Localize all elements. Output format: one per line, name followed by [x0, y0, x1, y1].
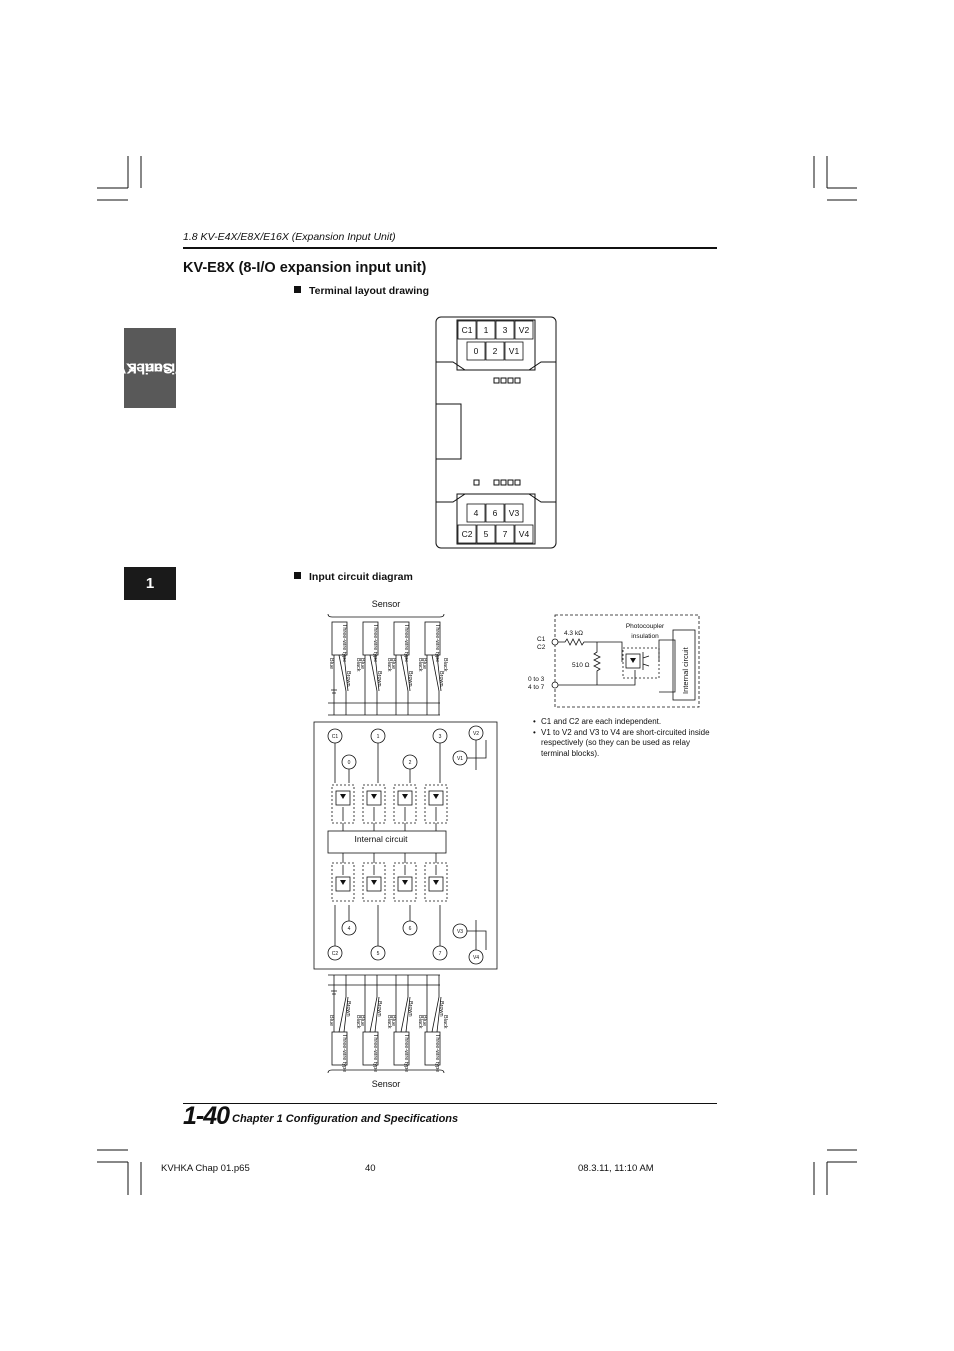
wire-blue-3: Blue — [390, 658, 396, 669]
sensor-label-bottom: Sensor — [372, 1079, 401, 1089]
terminal-cells — [457, 320, 534, 544]
circuit-terminal-v3: V3 — [457, 929, 463, 935]
circuit-terminal-1: 1 — [377, 734, 380, 740]
circuit-terminal-0: 0 — [348, 760, 351, 766]
eq-insulation: insulation — [631, 633, 659, 640]
circuit-terminal-7: 7 — [439, 951, 442, 957]
terminal-c2: C2 — [462, 529, 473, 539]
eq-internal: Internal circuit — [681, 646, 690, 694]
section-path: 1.8 KV-E4X/E8X/E16X (Expansion Input Uni… — [183, 231, 396, 243]
footer-chapter: Chapter 1 Configuration and Specificatio… — [232, 1113, 459, 1125]
wire-black-3: Black — [417, 658, 423, 672]
wire-brown-8: Brown — [438, 1001, 444, 1017]
wire-brown-5: Brown — [345, 1001, 351, 1017]
eq-resistor2: 510 Ω — [572, 662, 590, 669]
side-tab-line2: Series — [127, 359, 173, 377]
footer-rule — [183, 1103, 717, 1104]
terminal-v3: V3 — [509, 508, 520, 518]
eq-input-a: 0 to 3 — [528, 676, 545, 683]
circuit-terminal-4: 4 — [348, 926, 351, 932]
terminal-c1: C1 — [462, 325, 473, 335]
sensor-type-1: Three-wire type — [341, 624, 347, 662]
terminal-v4: V4 — [519, 529, 530, 539]
wire-blue-2: Blue — [359, 658, 365, 669]
input-circuit-heading: Input circuit diagram — [294, 571, 413, 583]
slug-page: 40 — [365, 1163, 376, 1174]
terminal-4: 4 — [474, 508, 479, 518]
terminal-0: 0 — [474, 346, 479, 356]
notes-list: C1 and C2 are each independent. V1 to V2… — [533, 717, 719, 759]
wire-blue-6: Blue — [359, 1015, 365, 1026]
terminal-v1: V1 — [509, 346, 520, 356]
sensor-type-8: Three-wire type — [434, 1034, 440, 1072]
sensor-type-5: Three-wire type — [341, 1034, 347, 1072]
terminal-2: 2 — [493, 346, 498, 356]
terminal-1: 1 — [484, 325, 489, 335]
wire-brown-4: Brown — [438, 671, 444, 687]
eq-photocoupler: Photocoupler — [626, 623, 665, 630]
wire-brown-1: Brown — [345, 671, 351, 687]
wire-black-4: Black — [442, 658, 448, 672]
wire-black-5: Black — [355, 1015, 361, 1029]
page-title: KV-E8X (8-I/O expansion input unit) — [183, 260, 427, 276]
circuit-terminal-c2: C2 — [332, 951, 339, 957]
eq-input-b: 4 to 7 — [528, 684, 545, 691]
circuit-terminal-6: 6 — [409, 926, 412, 932]
terminal-6: 6 — [493, 508, 498, 518]
eq-c1: C1 — [537, 636, 546, 643]
sensor-label-top: Sensor — [372, 599, 401, 609]
terminal-3: 3 — [503, 325, 508, 335]
chapter-tab: 1 — [124, 567, 176, 600]
slug-timestamp: 08.3.11, 11:10 AM — [578, 1163, 654, 1174]
sensor-type-6: Three-wire type — [372, 1034, 378, 1072]
circuit-terminal-c1: C1 — [332, 734, 339, 740]
wire-blue-8: Blue — [421, 1015, 427, 1026]
eq-c2: C2 — [537, 644, 546, 651]
wire-brown-2: Brown — [376, 671, 382, 687]
wire-brown-6: Brown — [376, 1001, 382, 1017]
page-number: 1-40 — [183, 1102, 230, 1130]
input-circuit-diagram: Sensor Sensor Internal circuit C1 1 3 V2… — [313, 599, 498, 1089]
circuit-terminal-5: 5 — [377, 951, 380, 957]
terminal-7: 7 — [503, 529, 508, 539]
sensor-type-7: Three-wire type — [403, 1034, 409, 1072]
circuit-terminal-v2: V2 — [473, 731, 479, 737]
note-item: V1 to V2 and V3 to V4 are short-circuite… — [533, 728, 719, 760]
wire-black-6: Black — [386, 1015, 392, 1029]
sensor-type-4: Three-wire type — [434, 624, 440, 662]
terminal-layout-drawing: C1 1 3 V2 0 2 V1 4 6 V3 C2 5 7 V4 — [435, 316, 557, 549]
wire-black-7: Black — [417, 1015, 423, 1029]
wire-blue-1: Blue — [328, 658, 334, 669]
circuit-terminal-v4: V4 — [473, 955, 479, 961]
note-item: C1 and C2 are each independent. — [533, 717, 719, 728]
wire-blue-5: Blue — [328, 1015, 334, 1026]
wire-blue-7: Blue — [390, 1015, 396, 1026]
sensor-type-3: Three-wire type — [403, 624, 409, 662]
wire-blue-4: Blue — [421, 658, 427, 669]
header-rule — [183, 247, 717, 249]
circuit-terminal-2: 2 — [409, 760, 412, 766]
terminal-v2: V2 — [519, 325, 530, 335]
wire-black-8: Black — [442, 1015, 448, 1029]
terminal-layout-heading: Terminal layout drawing — [294, 285, 429, 297]
terminal-5: 5 — [484, 529, 489, 539]
sensor-type-2: Three-wire type — [372, 624, 378, 662]
internal-circuit-label: Internal circuit — [355, 834, 409, 844]
eq-resistor1: 4.3 kΩ — [564, 630, 583, 637]
slug-file: KVHKA Chap 01.p65 — [161, 1163, 250, 1174]
equivalent-circuit-diagram: C1 C2 4.3 kΩ 510 Ω 0 to 3 4 to 7 Photoco… — [528, 614, 700, 708]
circuit-terminal-v1: V1 — [457, 756, 463, 762]
wire-black-2: Black — [386, 658, 392, 672]
circuit-terminal-3: 3 — [439, 734, 442, 740]
wire-black-1: Black — [355, 658, 361, 672]
wire-brown-3: Brown — [407, 671, 413, 687]
wire-brown-7: Brown — [407, 1001, 413, 1017]
